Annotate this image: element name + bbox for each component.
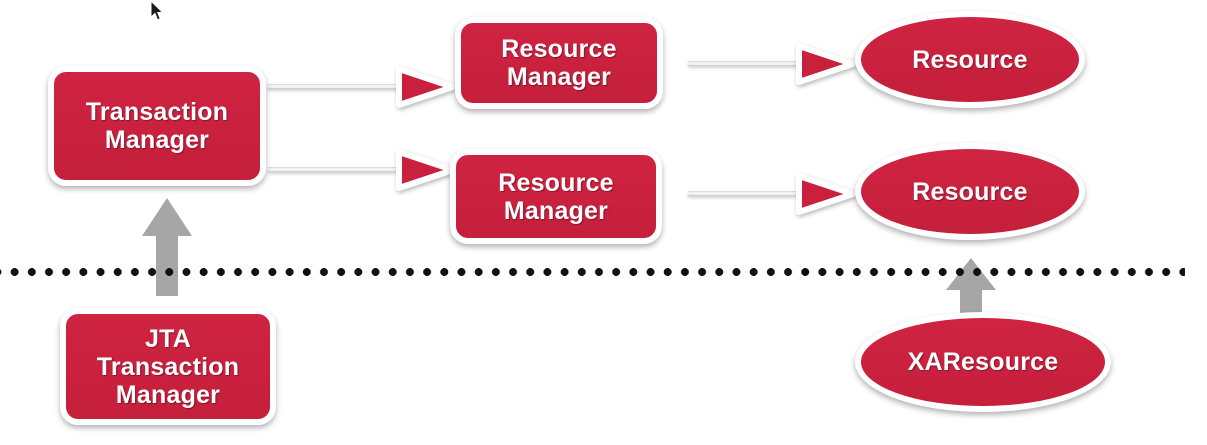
connector-line bbox=[268, 167, 408, 172]
arrowhead-icon bbox=[396, 148, 456, 192]
arrowhead-icon bbox=[396, 65, 456, 109]
node-label-line2: Transaction bbox=[96, 352, 240, 381]
node-label-line2: Manager bbox=[506, 63, 612, 91]
connector-rm2-to-res2 bbox=[688, 172, 860, 216]
node-label-line1: Resource bbox=[501, 35, 617, 63]
node-jta-transaction-manager[interactable]: JTA Transaction Manager bbox=[60, 308, 276, 425]
node-label-line3: Manager bbox=[115, 380, 221, 409]
node-resource-1[interactable]: Resource bbox=[855, 11, 1085, 108]
block-arrow-jta-to-tm bbox=[140, 196, 194, 298]
mouse-cursor-icon bbox=[150, 0, 164, 22]
connector-rm1-to-res1 bbox=[688, 42, 860, 86]
node-label-line1: Resource bbox=[912, 45, 1028, 74]
connector-line bbox=[268, 84, 408, 89]
node-resource-manager-2[interactable]: Resource Manager bbox=[450, 149, 662, 244]
node-label-line1: Transaction bbox=[85, 98, 229, 126]
node-resource-2[interactable]: Resource bbox=[855, 143, 1085, 240]
node-label-line1: XAResource bbox=[907, 348, 1059, 376]
arrowhead-icon bbox=[796, 42, 856, 86]
dotted-divider bbox=[0, 268, 1185, 276]
connector-line bbox=[688, 61, 808, 66]
node-label-line2: Manager bbox=[104, 126, 210, 154]
connector-line bbox=[688, 191, 808, 196]
node-resource-manager-1[interactable]: Resource Manager bbox=[455, 17, 663, 109]
node-label-line2: Manager bbox=[503, 196, 609, 225]
arrowhead-icon bbox=[796, 172, 856, 216]
node-label-line1: JTA bbox=[145, 324, 191, 353]
node-transaction-manager[interactable]: Transaction Manager bbox=[48, 66, 266, 186]
node-label-line1: Resource bbox=[912, 177, 1028, 206]
connector-tm-to-rm1 bbox=[268, 65, 460, 109]
connector-tm-to-rm2 bbox=[268, 148, 460, 192]
node-label-line1: Resource bbox=[498, 168, 614, 197]
node-xaresource[interactable]: XAResource bbox=[855, 312, 1111, 412]
